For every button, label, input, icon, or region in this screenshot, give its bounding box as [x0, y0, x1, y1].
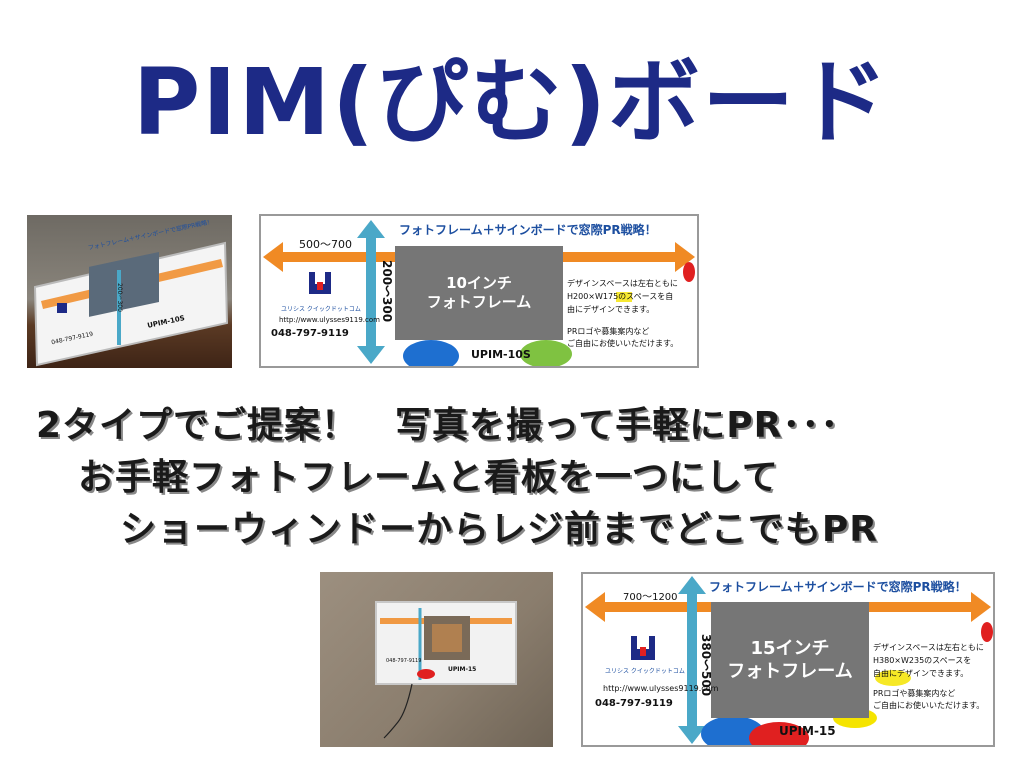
- board15-height: 380〜500: [699, 634, 713, 697]
- board10-frame-line1: 10インチ: [446, 273, 512, 292]
- board15-desc3: 自由にデザインできます。: [873, 669, 969, 678]
- board-diagram-10: フォトフレーム＋サインボードで窓際PR戦略！ 500〜700 200〜300 1…: [259, 214, 699, 368]
- board10-frame-line2: フォトフレーム: [426, 293, 532, 311]
- board15-desc1: デザインスペースは左右ともに: [873, 643, 984, 652]
- photo-board-10-drawing: [33, 241, 229, 367]
- board10-desc3: 由にデザインできます。: [567, 305, 655, 314]
- board15-frame-line2: フォトフレーム: [727, 661, 853, 682]
- board10-phone: 048-797-9119: [271, 328, 349, 339]
- board15-note1: PRロゴや募集案内など: [873, 689, 956, 698]
- board10-desc2: H200×W175のスペースを自: [567, 292, 674, 301]
- board15-banner: フォトフレーム＋サインボードで窓際PR戦略！: [709, 580, 967, 594]
- board10-width: 500〜700: [299, 238, 352, 251]
- photo-board-10: フォトフレーム＋サインボードで窓際PR戦略！ 200〜300 UPIM-10S …: [27, 215, 232, 368]
- photo-top-height: 200〜300: [116, 283, 123, 312]
- board15-desc2: H380×W235のスペースを: [873, 656, 972, 665]
- board15-phone: 048-797-9119: [595, 698, 673, 709]
- board15-brand: ユリシス クイックドットコム: [605, 668, 685, 675]
- headline-line2: お手軽フォトフレームと看板を一つにして: [78, 457, 779, 498]
- photo-board-15-drawing: [375, 601, 517, 739]
- board10-desc1: デザインスペースは左右ともに: [567, 279, 678, 288]
- board10-photo-frame: 10インチ フォトフレーム: [395, 246, 563, 340]
- photo-bottom-phone: 048-797-9119: [386, 658, 422, 664]
- board10-model: UPIM-10S: [471, 348, 531, 361]
- board10-note2: ご自由にお使いいただけます。: [567, 339, 679, 348]
- headline-line3: ショーウィンドーからレジ前までどこでもPR: [120, 509, 879, 550]
- board15-note2: ご自由にお使いいただけます。: [873, 701, 985, 710]
- headline-line1: 2タイプでご提案！ 写真を撮って手軽にPR･･･: [36, 405, 840, 446]
- board10-height: 200〜300: [380, 260, 394, 323]
- board-diagram-15: フォトフレーム＋サインボードで窓際PR戦略！ 700〜1200 380〜500 …: [581, 572, 995, 747]
- photo-bottom-model: UPIM-15: [448, 666, 477, 673]
- board10-url: http://www.ulysses9119.com: [279, 316, 380, 324]
- photo-board-15: UPIM-15 048-797-9119: [320, 572, 553, 747]
- board15-url: http://www.ulysses9119.com: [603, 684, 719, 693]
- board10-note1: PRロゴや募集案内など: [567, 327, 650, 336]
- board10-banner: フォトフレーム＋サインボードで窓際PR戦略！: [399, 223, 657, 237]
- page-title: PIM(ぴむ)ボード: [132, 49, 891, 156]
- board15-frame-line1: 15インチ: [750, 637, 830, 659]
- board15-photo-frame: 15インチ フォトフレーム: [711, 602, 869, 718]
- board15-width: 700〜1200: [623, 592, 678, 603]
- board10-brand: ユリシス クイックドットコム: [281, 306, 361, 313]
- board15-model: UPIM-15: [779, 724, 836, 738]
